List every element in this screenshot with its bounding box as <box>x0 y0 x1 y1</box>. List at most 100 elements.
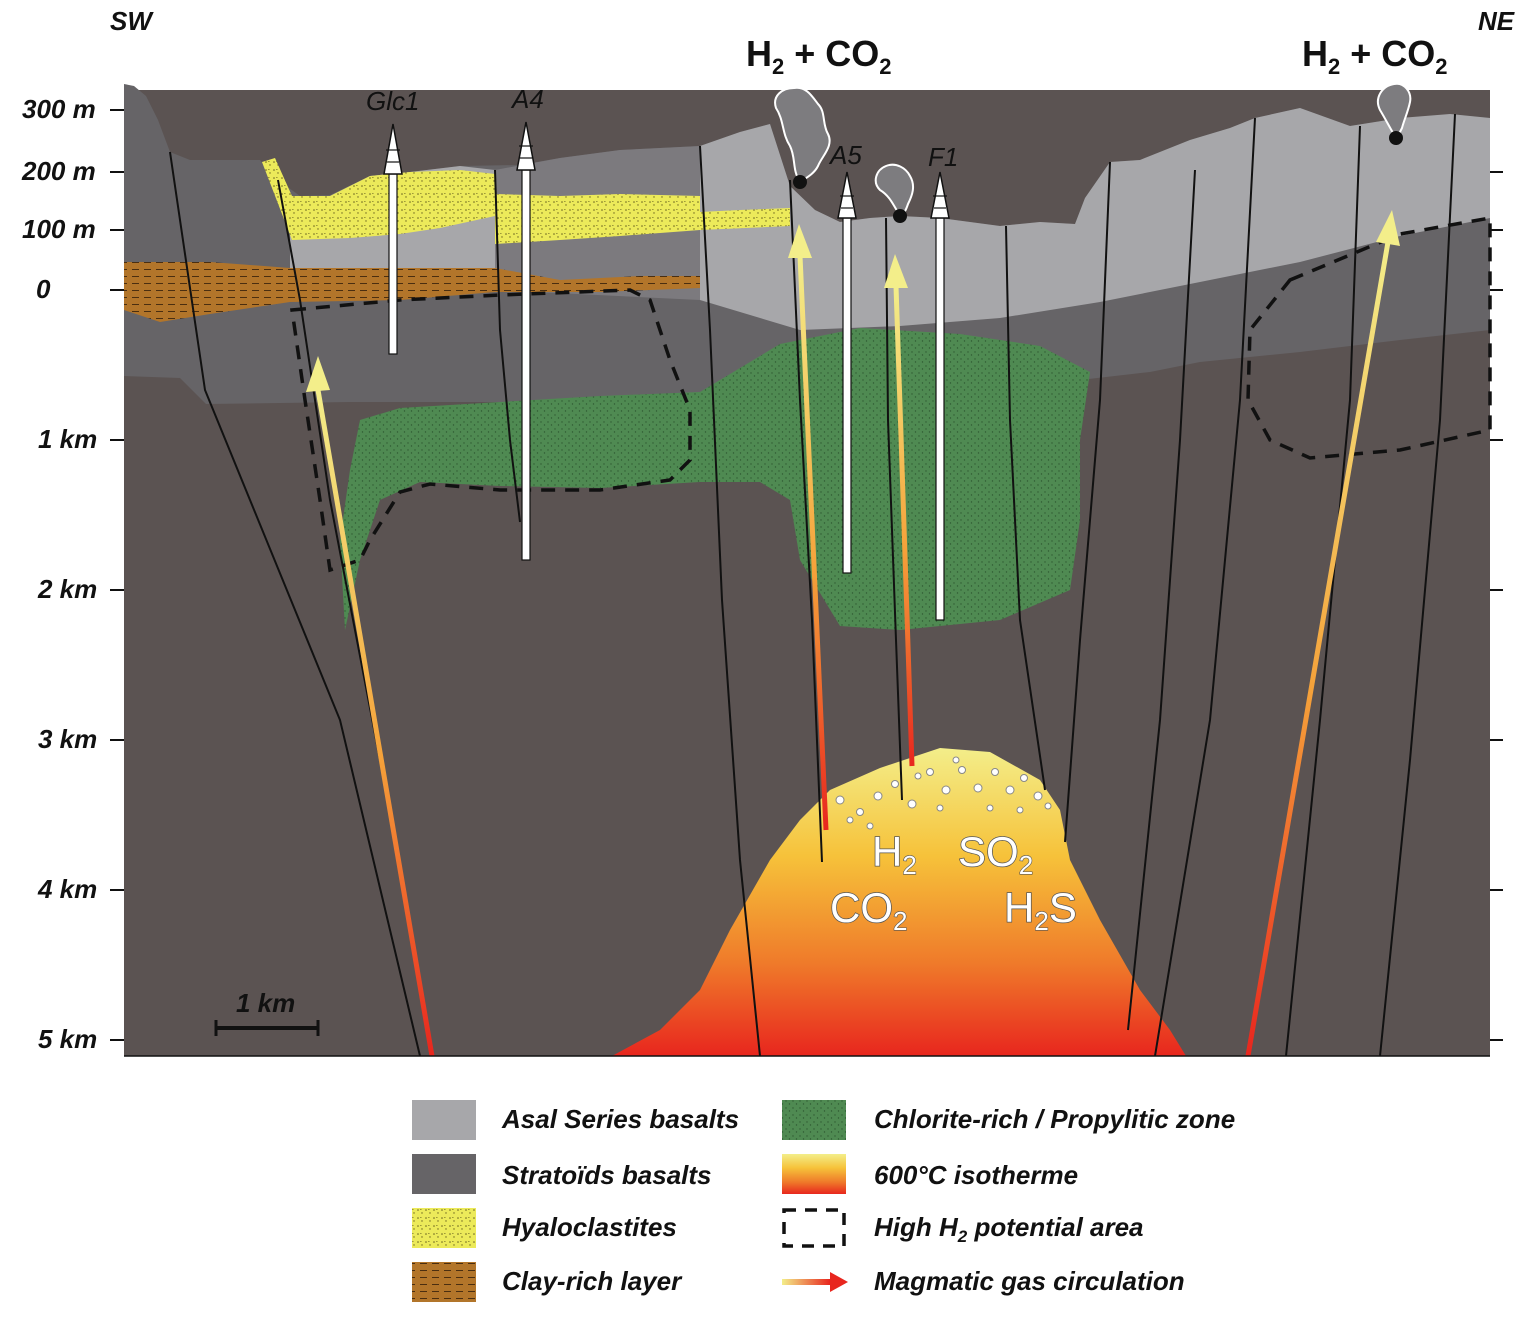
gas-title-sub: 2 <box>879 54 891 79</box>
magma-gas-main: CO <box>830 884 893 931</box>
legend-label: Asal Series basalts <box>501 1104 739 1134</box>
scale-bar: 1 km <box>214 988 320 1036</box>
magma-gas-main: H <box>1004 884 1034 931</box>
depth-label: 3 km <box>38 724 97 754</box>
magma-gas-main: SO <box>958 828 1019 875</box>
gas-arrow-shaft <box>797 255 829 831</box>
depth-label: 5 km <box>38 1024 97 1054</box>
depth-label: 1 km <box>38 424 97 454</box>
smoke-plume-icon <box>774 86 831 189</box>
gas-title-sub: 2 <box>1435 54 1447 79</box>
legend-swatch-arrow <box>782 1272 848 1292</box>
depth-label: 200 m <box>21 156 96 186</box>
magma-gas-h2s: H2S <box>1004 884 1077 936</box>
gas-arrow-head <box>884 254 908 288</box>
magma-gas-sub: 2 <box>1034 906 1048 936</box>
gas-arrow-head <box>1376 210 1400 246</box>
legend-label: Stratoïds basalts <box>502 1160 712 1190</box>
gas-title-sub: 2 <box>772 54 784 79</box>
well-a5 <box>837 171 857 574</box>
gas-arrow-head <box>788 224 812 258</box>
gas-arrow-shaft <box>315 389 435 1057</box>
magma-gas-tail: S <box>1049 884 1077 931</box>
left-axis-ticks <box>110 109 124 1041</box>
fault-line <box>699 145 761 1057</box>
well-label-glc1: Glc1 <box>366 86 419 116</box>
scale-bar-label: 1 km <box>236 988 295 1018</box>
wells <box>383 121 950 621</box>
legend-label: Chlorite-rich / Propylitic zone <box>874 1104 1235 1134</box>
depth-label: 2 km <box>37 574 97 604</box>
legend-label: 600°C isotherme <box>874 1160 1078 1190</box>
gas-bubbles <box>835 756 1052 830</box>
legend-swatch-stratoid <box>412 1154 476 1194</box>
magma-gas-so2: SO2 <box>958 828 1033 880</box>
well-label-f1: F1 <box>928 142 958 172</box>
legend-label-sub: 2 <box>957 1227 968 1246</box>
fault-line <box>1379 113 1456 1057</box>
gas-arrow-shaft <box>893 285 915 767</box>
gas-title-part: + CO <box>784 33 879 74</box>
gas-arrows <box>306 210 1400 1057</box>
magma-gas-h2: H2 <box>872 828 917 880</box>
depth-label: 300 m <box>22 94 96 124</box>
clay-rich-layer <box>124 262 700 322</box>
depth-axis: 300 m 200 m 100 m 0 1 km 2 km 3 km 4 km … <box>21 94 97 1054</box>
legend-label: Clay-rich layer <box>502 1266 683 1296</box>
legend-swatch-isotherm <box>782 1154 846 1194</box>
depth-label: 0 <box>36 274 51 304</box>
well-glc1 <box>383 123 403 355</box>
fault-line <box>1127 169 1196 1031</box>
legend: Asal Series basalts Stratoïds basalts Hy… <box>412 1100 1235 1302</box>
fault-line <box>789 179 823 863</box>
legend-swatch-clay <box>412 1262 476 1302</box>
fault-line <box>1154 117 1256 1057</box>
legend-swatch-chlorite <box>782 1100 846 1140</box>
cross-section <box>110 82 1503 1057</box>
legend-label: Hyaloclastites <box>502 1212 677 1242</box>
fault-line <box>169 151 421 1057</box>
legend-swatch-dashed <box>782 1208 846 1248</box>
high-h2-area-west <box>290 288 692 573</box>
magma-gas-sub: 2 <box>1019 850 1033 880</box>
magma-gas-main: H <box>872 828 902 875</box>
legend-swatch-hyalo <box>412 1208 476 1248</box>
gas-title-east: H2 + CO2 <box>1302 33 1448 79</box>
fault-line <box>885 217 903 801</box>
depth-label: 4 km <box>37 874 97 904</box>
magma-gas-sub: 2 <box>893 906 907 936</box>
smoke-plume-icon <box>874 163 915 223</box>
magma-gas-co2: CO2 <box>830 884 907 936</box>
fault-line <box>494 169 521 523</box>
high-h2-areas <box>290 215 1492 573</box>
gas-arrow-head <box>306 356 330 392</box>
legend-label-h2: High H2 potential area <box>874 1212 1144 1246</box>
gas-title-part: H <box>1302 33 1328 74</box>
fault-lines <box>169 113 1456 1057</box>
fault-line <box>1005 225 1046 791</box>
gas-title-part: + CO <box>1340 33 1435 74</box>
legend-label: Magmatic gas circulation <box>874 1266 1185 1296</box>
legend-swatch-asal <box>412 1100 476 1140</box>
legend-label-part: potential area <box>967 1212 1143 1242</box>
well-label-a4: A4 <box>510 84 544 114</box>
legend-label-part: High H <box>874 1212 959 1242</box>
gas-arrow-shaft <box>1245 241 1391 1057</box>
gas-title-sub: 2 <box>1328 54 1340 79</box>
well-f1 <box>930 171 950 621</box>
gas-title-part: H <box>746 33 772 74</box>
high-h2-area-east <box>1246 215 1492 460</box>
magma-gas-sub: 2 <box>902 850 916 880</box>
magma-isotherm-body <box>612 748 1186 1056</box>
right-axis-ticks <box>1490 171 1503 1041</box>
orientation-sw: SW <box>110 6 154 36</box>
fault-line <box>1064 161 1111 843</box>
smoke-plume-icon <box>1376 82 1412 145</box>
well-label-a5: A5 <box>828 140 862 170</box>
gas-title-center: H2 + CO2 <box>746 33 892 79</box>
orientation-ne: NE <box>1478 6 1515 36</box>
smoke-plumes <box>774 82 1412 223</box>
depth-label: 100 m <box>22 214 96 244</box>
well-a4 <box>516 121 536 561</box>
